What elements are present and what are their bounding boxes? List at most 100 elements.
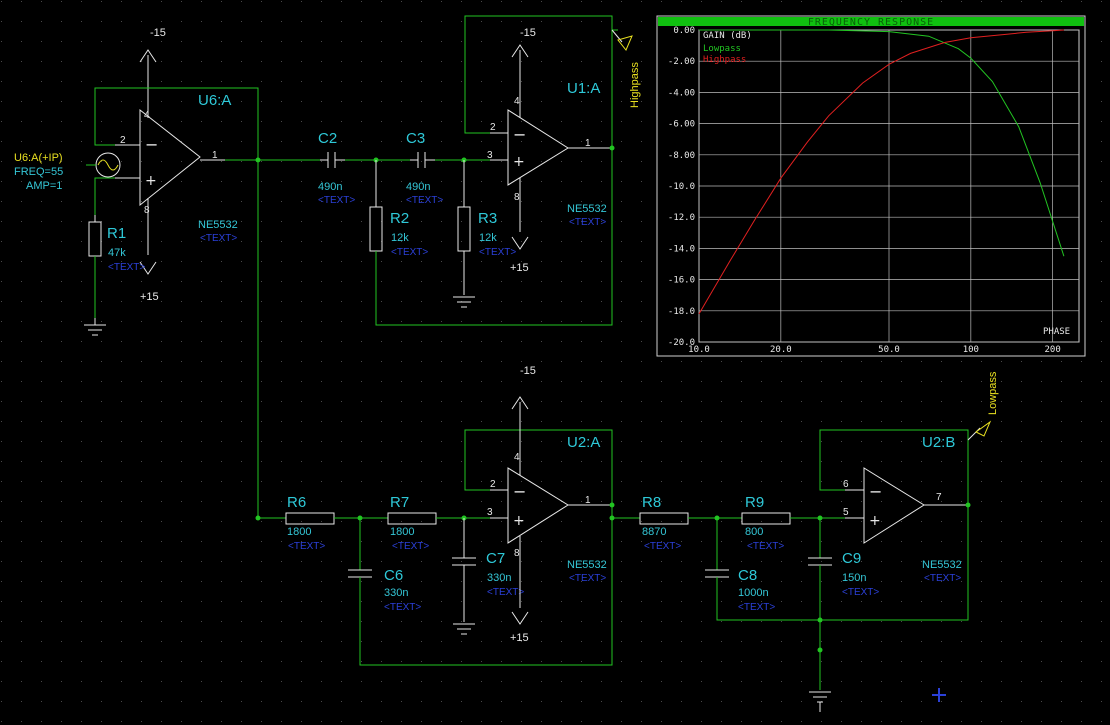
svg-text:−: − xyxy=(869,482,882,501)
y-tick-label: -4.00 xyxy=(668,88,695,98)
capacitor-c6[interactable] xyxy=(348,505,613,666)
capacitor-c7[interactable] xyxy=(452,518,476,622)
gridlines xyxy=(698,29,1079,343)
x-tick-label: 20.0 xyxy=(770,345,792,355)
ground-c9 xyxy=(809,691,831,712)
source-freq: FREQ=55 xyxy=(14,166,63,178)
opamp-u1a[interactable]: − + 2 3 4 1 8 xyxy=(487,85,612,232)
svg-text:+: + xyxy=(145,173,157,189)
svg-text:-15: -15 xyxy=(150,27,166,39)
resistor-r1[interactable] xyxy=(88,215,102,318)
u6a-text: <TEXT> xyxy=(200,233,237,244)
power-pos-u6: +15 xyxy=(139,261,159,303)
r3-value: 12k xyxy=(479,232,497,244)
r9-text: <TEXT> xyxy=(747,541,784,552)
r2-label: R2 xyxy=(390,210,409,227)
legend-highpass: Highpass xyxy=(703,55,746,65)
pin-label: 4 xyxy=(514,452,520,463)
svg-text:+15: +15 xyxy=(510,262,529,274)
r8-label: R8 xyxy=(642,494,661,511)
capacitor-c8[interactable] xyxy=(705,505,969,621)
c3-text: <TEXT> xyxy=(406,195,443,206)
r7-value: 1800 xyxy=(390,526,414,538)
source-name: U6:A(+IP) xyxy=(14,152,63,164)
x-tick-labels: 10.0 20.0 50.0 100 200 xyxy=(688,345,1061,355)
c8-label: C8 xyxy=(738,567,757,584)
u1a-text: <TEXT> xyxy=(569,217,606,228)
net-flag-highpass[interactable] xyxy=(611,29,633,51)
signal-source[interactable] xyxy=(86,152,121,215)
c6-label: C6 xyxy=(384,567,403,584)
x-tick-label: 10.0 xyxy=(688,345,710,355)
capacitor-c9[interactable] xyxy=(808,518,832,690)
c8-text: <TEXT> xyxy=(738,602,775,613)
c9-value: 150n xyxy=(842,572,866,584)
capacitor-c2[interactable] xyxy=(320,152,345,168)
source-amp: AMP=1 xyxy=(26,180,62,192)
y-tick-label: -18.0 xyxy=(668,307,695,317)
y-tick-label: -2.00 xyxy=(668,57,695,67)
frequency-response-chart[interactable]: FREQUENCY RESPONSE 0.00-2.00-4.00-6.00-8… xyxy=(656,15,1086,357)
u1a-label: U1:A xyxy=(567,80,600,97)
y-tick-label: -14.0 xyxy=(668,244,695,254)
power-pos-u1: +15 xyxy=(510,236,529,274)
x-tick-label: 50.0 xyxy=(878,345,900,355)
r8-text: <TEXT> xyxy=(644,541,681,552)
pin-label: 1 xyxy=(585,495,591,506)
pin-label: 4 xyxy=(144,110,150,121)
x-tick-label: 100 xyxy=(963,345,979,355)
x-tick-label: 200 xyxy=(1045,345,1061,355)
r1-label: R1 xyxy=(107,225,126,242)
opamp-u2a[interactable]: − + 2 3 4 1 8 xyxy=(487,440,612,608)
lowpass-label: Lowpass xyxy=(987,371,999,415)
pin-label: 7 xyxy=(936,492,942,503)
resistor-r2[interactable] xyxy=(369,148,613,326)
r3-label: R3 xyxy=(478,210,497,227)
c2-text: <TEXT> xyxy=(318,195,355,206)
c8-value: 1000n xyxy=(738,587,769,599)
svg-text:+: + xyxy=(513,154,525,170)
c3-label: C3 xyxy=(406,130,425,147)
svg-text:−: − xyxy=(145,135,158,154)
u6a-label: U6:A xyxy=(198,92,231,109)
u2a-label: U2:A xyxy=(567,434,600,451)
r1-text: <TEXT> xyxy=(108,262,145,273)
c9-label: C9 xyxy=(842,550,861,567)
svg-text:+15: +15 xyxy=(140,291,159,303)
chart-title-bar xyxy=(658,17,1084,26)
c7-text: <TEXT> xyxy=(487,587,524,598)
r8-value: 8870 xyxy=(642,526,666,538)
highpass-label: Highpass xyxy=(629,62,641,108)
opamp-u6a[interactable]: − + 2 4 1 8 xyxy=(115,85,225,255)
u2b-label: U2:B xyxy=(922,434,955,451)
svg-text:-15: -15 xyxy=(520,27,536,39)
chart-title: FREQUENCY RESPONSE xyxy=(808,17,934,28)
y-tick-label: -12.0 xyxy=(668,213,695,223)
c2-value: 490n xyxy=(318,181,342,193)
y-tick-labels: 0.00-2.00-4.00-6.00-8.00-10.0-12.0-14.0-… xyxy=(668,26,695,348)
cursor-crosshair-icon xyxy=(932,688,946,702)
y-tick-label: -10.0 xyxy=(668,182,695,192)
capacitor-c3[interactable] xyxy=(410,152,435,168)
c6-value: 330n xyxy=(384,587,408,599)
pin-label: 4 xyxy=(514,96,520,107)
pin-label: 1 xyxy=(585,138,591,149)
series-line-lowpass xyxy=(699,29,1065,257)
r1-value: 47k xyxy=(108,247,126,259)
y-tick-label: 0.00 xyxy=(673,26,695,36)
r6-value: 1800 xyxy=(287,526,311,538)
net-flag-lowpass[interactable] xyxy=(967,420,992,441)
u1a-model: NE5532 xyxy=(567,203,607,215)
pin-label: 2 xyxy=(120,135,126,146)
r6-text: <TEXT> xyxy=(288,541,325,552)
c2-label: C2 xyxy=(318,130,337,147)
opamp-u2b[interactable]: − + 6 5 7 xyxy=(843,467,968,544)
r6-label: R6 xyxy=(287,494,306,511)
power-neg-u2: -15 xyxy=(511,365,536,440)
pin-label: 3 xyxy=(487,150,493,161)
c9-text: <TEXT> xyxy=(842,587,879,598)
series-line-highpass xyxy=(698,29,1064,315)
resistor-r3[interactable] xyxy=(457,160,471,295)
r2-value: 12k xyxy=(391,232,409,244)
